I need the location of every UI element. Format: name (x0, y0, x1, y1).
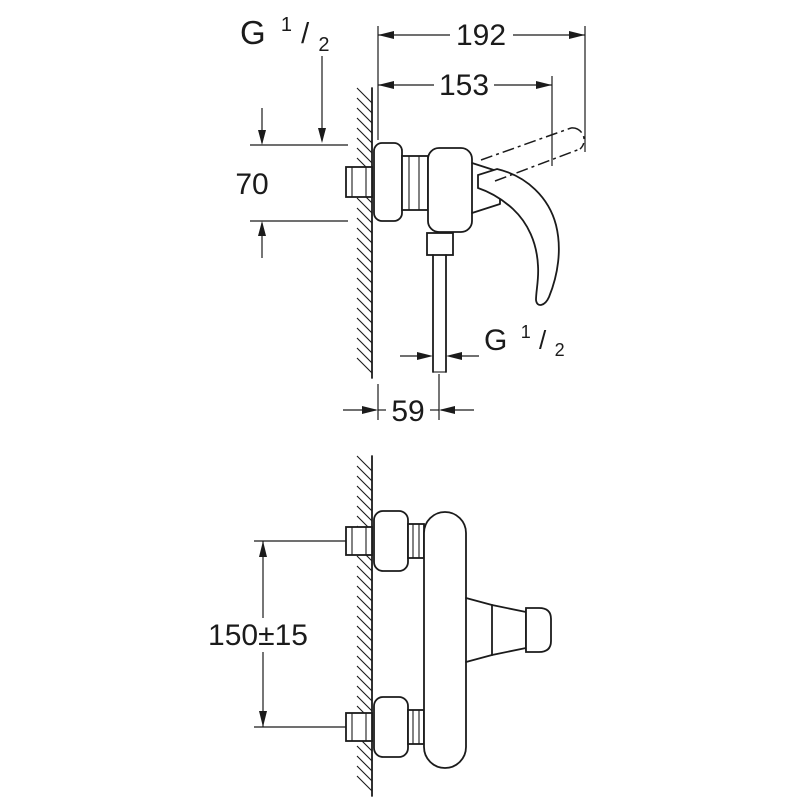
wall-hatch-top (356, 87, 373, 374)
top-hex-union (345, 526, 373, 556)
escutcheon-side (373, 142, 403, 222)
phantom-end-cap (570, 127, 585, 150)
arrowhead (258, 130, 266, 145)
arrowhead (569, 31, 585, 39)
arrowhead (378, 31, 394, 39)
mixer-body-front (423, 511, 467, 769)
dimension-70: 70 (235, 108, 348, 258)
arrowhead (259, 541, 267, 557)
top-connector-nut (407, 523, 425, 559)
connection-nut-side (401, 155, 429, 211)
top-escutcheon (373, 510, 409, 572)
mixer-front-profile (345, 510, 552, 769)
bottom-connector-nut (407, 709, 425, 745)
phantom-line (480, 127, 572, 161)
dim-153-label: 153 (439, 69, 489, 102)
spout-edge (465, 597, 493, 606)
dim-59-label: 59 (391, 395, 424, 428)
mixer-side-profile (345, 127, 585, 373)
spout-edge (465, 654, 493, 663)
side-view: 192 153 G 1 / 2 (235, 1, 586, 428)
phantom-line (494, 148, 581, 182)
thread-inlet-text: G 1 / 2 (240, 1, 330, 56)
arrowhead (439, 406, 455, 414)
dimension-59: 59 (343, 374, 474, 428)
spout-edge (491, 604, 527, 613)
lever-handle-raised-phantom (480, 127, 585, 182)
mixer-body-side (427, 147, 473, 233)
front-view: 150±15 (208, 455, 552, 797)
spout-edge (491, 647, 527, 656)
arrowhead (318, 128, 326, 143)
dim-70-label: 70 (235, 168, 268, 201)
arrowhead (417, 352, 433, 360)
bottom-hex-union (345, 712, 373, 742)
thread-outlet-text: G 1 / 2 (484, 312, 565, 360)
dim-192-label: 192 (456, 19, 506, 52)
dimension-192: 192 (377, 19, 586, 152)
spout-front (465, 597, 552, 663)
arrowhead (362, 406, 378, 414)
bottom-escutcheon (373, 696, 409, 758)
wall-section-top (356, 87, 373, 379)
dimension-153: 153 (378, 69, 553, 166)
lever-handle-down (477, 168, 560, 306)
spout-end-cap (525, 607, 552, 653)
arrowhead (259, 711, 267, 727)
dimension-150: 150±15 (208, 540, 346, 728)
arrowhead (258, 221, 266, 236)
thread-label-inlet: G 1 / 2 (240, 1, 330, 143)
wall-section-bottom (356, 455, 373, 797)
arrowhead (536, 81, 552, 89)
outlet-union-nut (426, 232, 454, 256)
arrowhead (378, 81, 394, 89)
thread-label-outlet: G 1 / 2 (400, 312, 565, 360)
inlet-hex-union (345, 166, 373, 198)
arrowhead (446, 352, 462, 360)
dim-150-label: 150±15 (208, 619, 308, 652)
